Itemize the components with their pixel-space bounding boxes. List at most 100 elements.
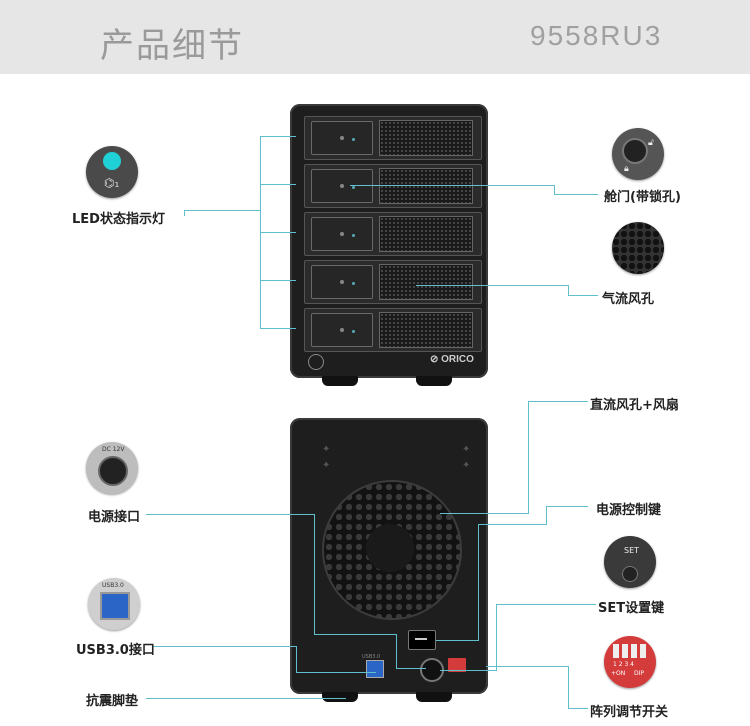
label-led-indicator: LED状态指示灯 xyxy=(72,212,165,227)
raid-dip-switch[interactable] xyxy=(448,658,466,672)
led-line-3 xyxy=(260,232,296,233)
door-line-end xyxy=(554,194,598,195)
dip-on-label: +ON xyxy=(611,670,626,677)
switch-line-top xyxy=(546,506,588,507)
label-dc-fan: 直流风孔+风扇 xyxy=(590,398,679,413)
header-bar: 产品细节 9558RU3 xyxy=(0,0,750,74)
label-power-switch: 电源控制键 xyxy=(596,503,662,518)
usb-port-label: USB3.0 xyxy=(362,654,381,660)
power-port-line-end xyxy=(396,668,426,669)
set-closeup: SET xyxy=(604,536,656,588)
front-power-button[interactable] xyxy=(308,354,324,370)
dip-toggles-icon xyxy=(613,644,647,658)
label-vent: 气流风孔 xyxy=(602,292,655,307)
dc-socket-icon xyxy=(98,456,128,486)
door-line-v xyxy=(554,185,555,194)
label-power-port: 电源接口 xyxy=(88,510,141,525)
fan-line-end xyxy=(440,513,529,514)
label-set-key: SET设置键 xyxy=(598,601,665,616)
brand-logo: ⊘ ORICO xyxy=(430,354,474,365)
screw-icon: ✦ xyxy=(462,460,471,471)
drive-bay-5[interactable] xyxy=(304,308,482,352)
dip-text: DIP xyxy=(634,670,645,677)
usb-b-port-icon xyxy=(100,592,130,620)
power-rocker-switch[interactable] xyxy=(408,630,436,650)
power-port-closeup: DC 12V xyxy=(86,442,138,494)
bay-vent xyxy=(379,168,473,204)
front-foot-left xyxy=(322,376,358,386)
model-number: 9558RU3 xyxy=(530,20,663,51)
set-button-icon xyxy=(622,566,638,582)
dip-line-v xyxy=(568,666,569,708)
switch-line-v2 xyxy=(478,524,479,640)
door-line xyxy=(350,185,554,186)
bay-handle[interactable] xyxy=(311,217,373,251)
led-line-2 xyxy=(260,184,296,185)
fan-line-top xyxy=(528,401,588,402)
power-port-line-v xyxy=(314,514,315,634)
drive-bay-1[interactable] xyxy=(304,116,482,160)
feet-line xyxy=(146,698,346,699)
drive-bay-3[interactable] xyxy=(304,212,482,256)
bay-handle[interactable] xyxy=(311,169,373,203)
bay-handle[interactable] xyxy=(311,121,373,155)
usb-line-end xyxy=(296,672,376,673)
bay-led-icon xyxy=(352,186,355,189)
usb3-port[interactable] xyxy=(366,660,384,678)
set-line-top xyxy=(496,604,596,605)
bay-vent xyxy=(379,216,473,252)
usb-closeup: USB3.0 xyxy=(88,578,140,630)
drive-bay-4[interactable] xyxy=(304,260,482,304)
bay-vent xyxy=(379,120,473,156)
set-line-end xyxy=(440,670,497,671)
power-port-line xyxy=(146,514,314,515)
set-label: SET xyxy=(624,546,640,555)
dc-power-jack[interactable] xyxy=(420,658,444,682)
unlock-icon: 🔓︎ xyxy=(648,138,654,148)
led-line-5 xyxy=(260,328,296,329)
switch-line-mid xyxy=(478,524,547,525)
switch-line-v1 xyxy=(546,506,547,524)
power-port-line-mid xyxy=(314,634,396,635)
front-foot-right xyxy=(416,376,452,386)
vent-line xyxy=(416,285,568,286)
keyhole-icon xyxy=(622,138,648,164)
bay-handle[interactable] xyxy=(311,313,373,347)
led-label-line xyxy=(184,210,260,211)
led-line-4 xyxy=(260,280,296,281)
dip-line-top xyxy=(486,666,568,667)
bay-vent xyxy=(379,312,473,348)
bay-handle[interactable] xyxy=(311,265,373,299)
cooling-fan xyxy=(322,480,462,620)
back-device: ✦ ✦ ✦ ✦ USB3.0 xyxy=(290,418,488,694)
keyhole-icon xyxy=(340,328,344,332)
vent-closeup xyxy=(612,222,664,274)
led-closeup: ⌬₁ xyxy=(86,146,138,198)
usb-line-v xyxy=(296,646,297,672)
screw-icon: ✦ xyxy=(322,460,331,471)
switch-line-end xyxy=(436,640,479,641)
dc-label: DC 12V xyxy=(102,446,125,453)
keyhole-icon xyxy=(340,184,344,188)
label-raid-switch: 阵列调节开关 xyxy=(590,705,669,720)
disk-icon: ⌬₁ xyxy=(104,176,120,190)
front-device: ⊘ ORICO xyxy=(290,104,488,378)
vent-line-v xyxy=(568,285,569,295)
keyhole-icon xyxy=(340,280,344,284)
dip-line-end xyxy=(568,708,588,709)
drive-bay-2[interactable] xyxy=(304,164,482,208)
lock-closeup: 🔓︎ 🔒︎ xyxy=(612,128,664,180)
back-foot-right xyxy=(416,692,452,702)
dip-numbers: 1 2 3 4 xyxy=(613,661,634,668)
power-port-line-v2 xyxy=(396,634,397,668)
fan-line-v xyxy=(528,401,529,513)
back-foot-left xyxy=(322,692,358,702)
fan-hub xyxy=(366,524,414,572)
screw-icon: ✦ xyxy=(462,444,471,455)
bay-led-icon xyxy=(352,330,355,333)
bay-led-icon xyxy=(352,282,355,285)
label-bay-door: 舱门(带锁孔) xyxy=(604,190,681,205)
led-line-1 xyxy=(260,136,296,137)
dip-closeup: 1 2 3 4 +ON DIP xyxy=(604,636,656,688)
screw-icon: ✦ xyxy=(322,444,331,455)
